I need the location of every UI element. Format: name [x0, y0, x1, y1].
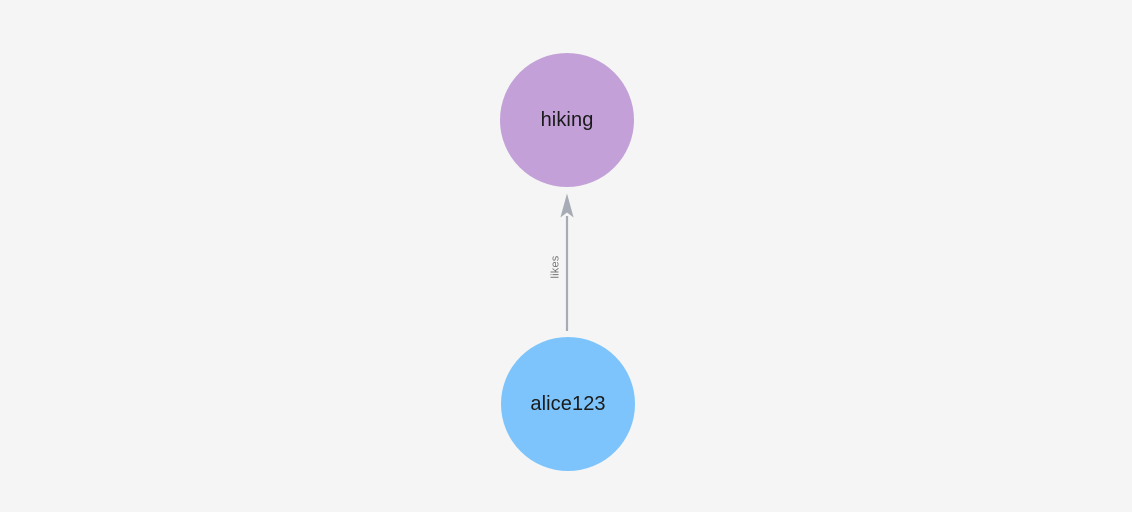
node-alice123[interactable]: alice123: [501, 337, 635, 471]
edge-likes[interactable]: [560, 193, 574, 332]
arrowhead-up-icon: [560, 193, 574, 218]
edge-label-likes: likes: [549, 255, 562, 279]
node-label-hiking: hiking: [540, 109, 594, 131]
node-hiking[interactable]: hiking: [500, 53, 634, 187]
node-label-alice123: alice123: [530, 393, 606, 415]
